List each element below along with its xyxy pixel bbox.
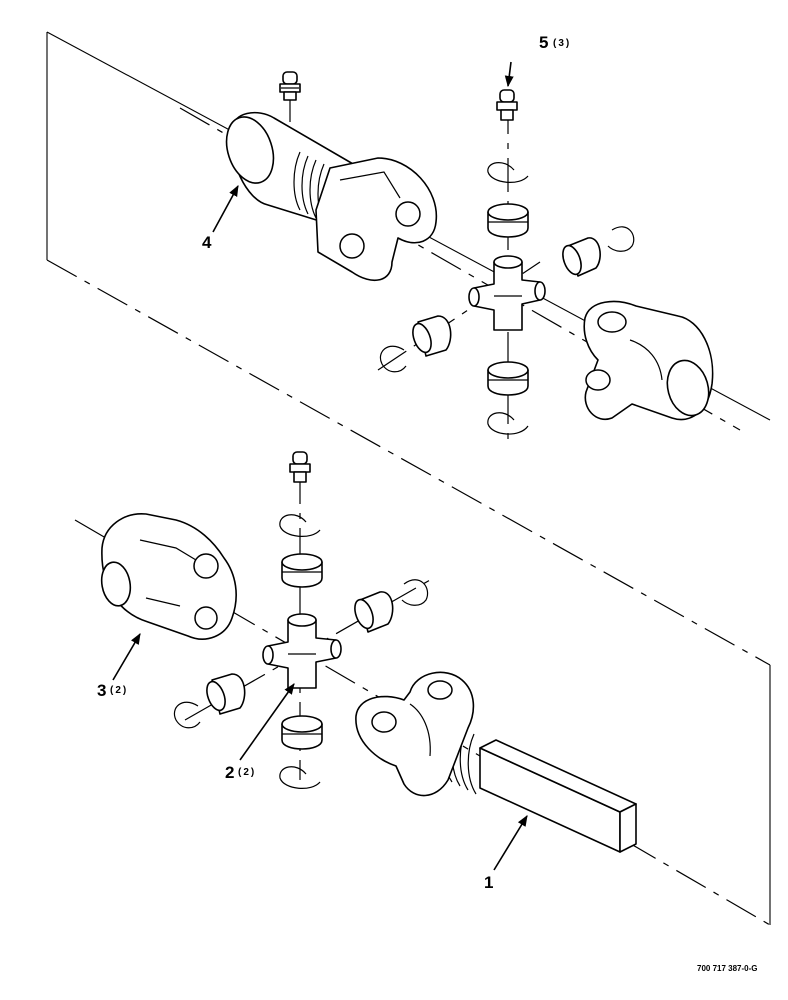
drawing-number: 700 717 387-0-G [697, 964, 758, 973]
snap-ring-lower-left [173, 701, 201, 729]
grease-fitting-upper-left [279, 71, 301, 101]
callout-4: 4 [202, 233, 212, 252]
callout-1: 1 [484, 873, 493, 892]
snap-ring-lower-right [401, 579, 429, 606]
weld-yoke-right [583, 300, 714, 421]
bearing-cup-upper-left [412, 315, 452, 357]
snap-ring-upper-right [607, 226, 635, 252]
snap-ring-lower-top [279, 514, 321, 537]
svg-text:5: 5 [539, 33, 548, 52]
svg-text:4: 4 [202, 233, 212, 252]
bearing-cup-upper-bottom [487, 361, 529, 396]
reference-plane [46, 31, 771, 925]
snap-ring-upper-left [379, 345, 407, 373]
callout-3: 3 (2) [97, 681, 128, 700]
bearing-cup-upper-right [562, 237, 601, 277]
svg-text:1: 1 [484, 873, 493, 892]
bearing-cup-lower-right [354, 591, 394, 633]
bearing-cup-lower-left [206, 673, 246, 715]
svg-text:2: 2 [225, 763, 234, 782]
cross-upper [468, 255, 546, 331]
snap-ring-lower-bottom [279, 766, 321, 789]
snap-ring-upper-top [487, 162, 529, 183]
slip-yoke-tube [225, 111, 438, 281]
callout-2: 2 (2) [225, 763, 256, 782]
snap-ring-upper-bottom [487, 412, 529, 435]
svg-text:(3): (3) [553, 38, 571, 49]
svg-text:(2): (2) [238, 767, 256, 778]
bearing-cup-lower-top [281, 553, 323, 588]
svg-text:(2): (2) [110, 685, 128, 696]
grease-fitting-upper [496, 89, 518, 121]
yoke-left [100, 513, 237, 640]
shaft-yoke [355, 671, 637, 853]
bearing-cup-lower-bottom [281, 715, 323, 750]
grease-fitting-lower [289, 451, 311, 483]
cross-lower [262, 613, 342, 689]
callout-5: 5 (3) [539, 33, 571, 52]
bearing-cup-upper-top [487, 203, 529, 238]
leader-arrows [112, 61, 528, 871]
svg-text:3: 3 [97, 681, 106, 700]
